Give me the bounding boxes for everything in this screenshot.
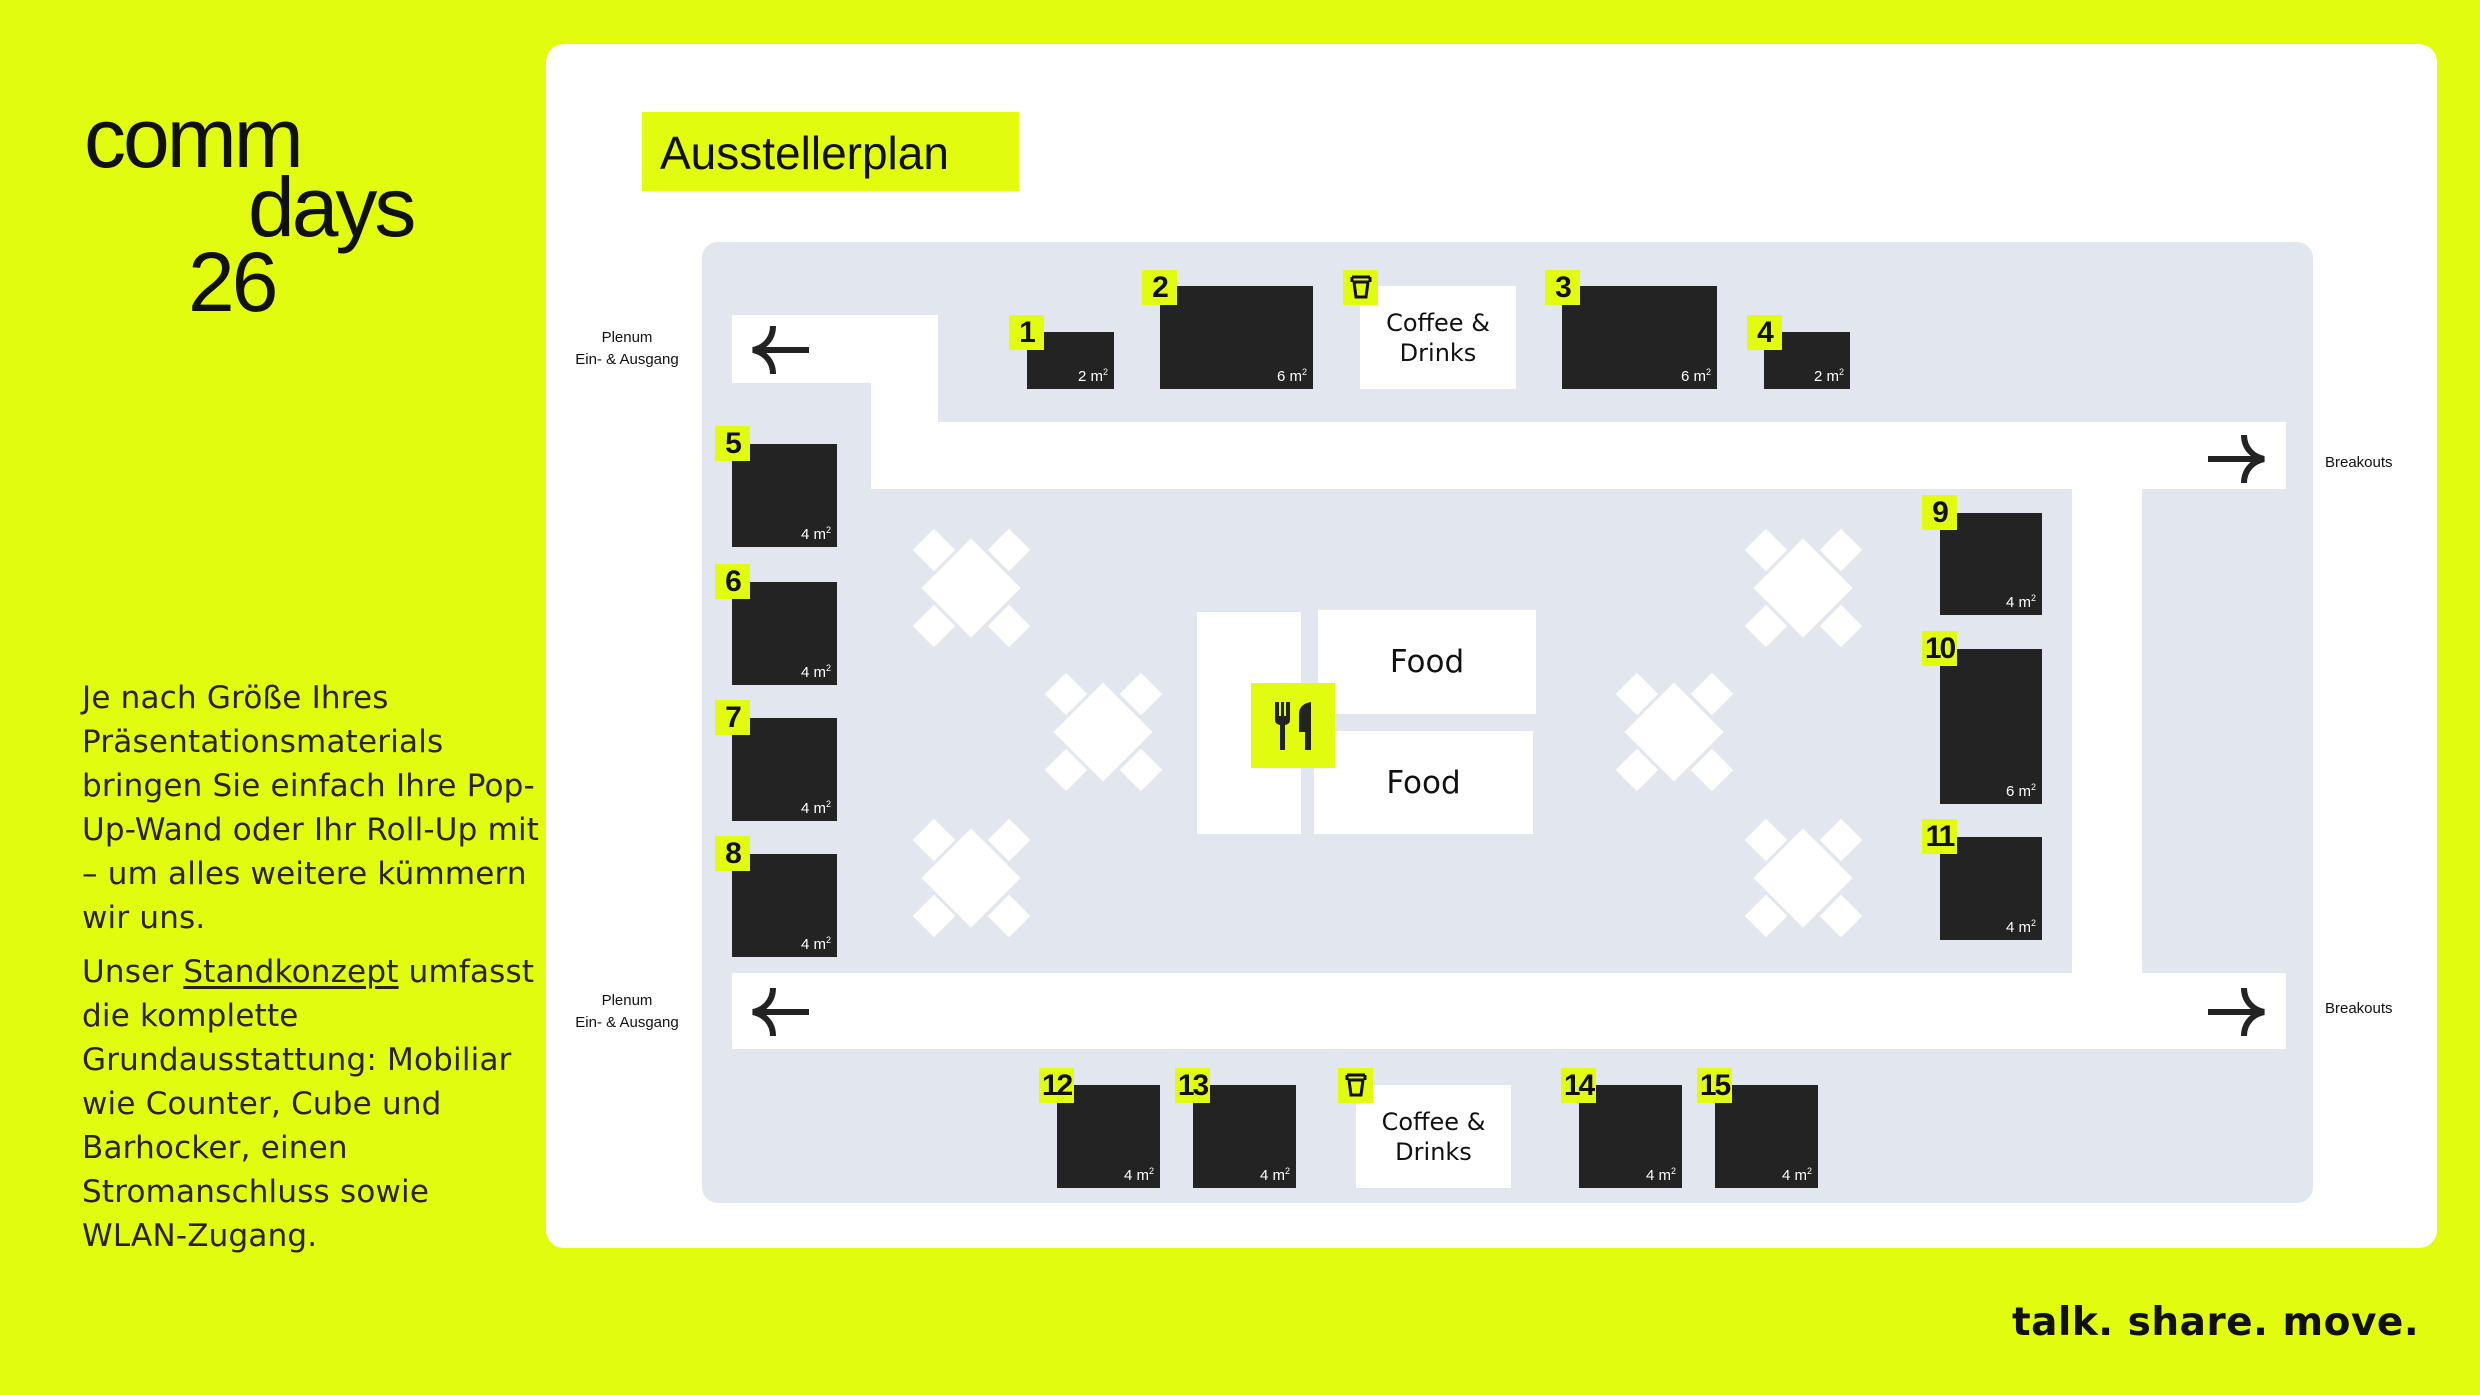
booth-13[interactable]: 4 m2 bbox=[1193, 1085, 1296, 1188]
booth-5[interactable]: 4 m2 bbox=[732, 444, 837, 547]
booth-number-11: 11 bbox=[1922, 819, 1957, 854]
corridor-right bbox=[2072, 489, 2142, 973]
coffee-station-bottom: Coffee &Drinks bbox=[1356, 1085, 1511, 1188]
booth-6[interactable]: 4 m2 bbox=[732, 582, 837, 685]
booth-size: 4 m2 bbox=[800, 935, 831, 953]
fork-knife-icon bbox=[1275, 701, 1311, 750]
booth-number-10: 10 bbox=[1922, 631, 1957, 666]
corridor-top bbox=[871, 422, 2286, 489]
booth-12[interactable]: 4 m2 bbox=[1057, 1085, 1160, 1188]
booth-size: 4 m2 bbox=[800, 799, 831, 817]
booth-number-1: 1 bbox=[1009, 315, 1044, 350]
breakouts-label-top: Breakouts bbox=[2325, 454, 2393, 471]
booth-9[interactable]: 4 m2 bbox=[1940, 513, 2042, 615]
booth-size: 4 m2 bbox=[1645, 1166, 1676, 1184]
coffee-station-top: Coffee &Drinks bbox=[1360, 286, 1516, 389]
booth-3[interactable]: 6 m2 bbox=[1562, 286, 1717, 389]
logo-comm: comm bbox=[84, 91, 304, 185]
booth-number-3: 3 bbox=[1545, 270, 1580, 305]
booth-number-14: 14 bbox=[1561, 1068, 1596, 1103]
booth-size: 4 m2 bbox=[2005, 918, 2036, 936]
booth-number-7: 7 bbox=[715, 700, 750, 735]
paragraph-suffix: umfasst die komplette Grundausstattung: … bbox=[82, 954, 535, 1254]
booth-number-13: 13 bbox=[1175, 1068, 1210, 1103]
plan-title-box: Ausstellerplan bbox=[642, 112, 1019, 191]
booth-size: 2 m2 bbox=[1813, 367, 1844, 385]
paragraph-prefix: Unser bbox=[82, 954, 184, 990]
booth-size: 4 m2 bbox=[1123, 1166, 1154, 1184]
logo-year: 26 bbox=[188, 235, 278, 329]
booth-size: 4 m2 bbox=[2005, 593, 2036, 611]
arrow-right-icon bbox=[2208, 434, 2265, 484]
booth-8[interactable]: 4 m2 bbox=[732, 854, 837, 957]
booth-size: 6 m2 bbox=[1276, 367, 1307, 385]
breakouts-label-bottom: Breakouts bbox=[2325, 1000, 2393, 1017]
cup-icon bbox=[1350, 275, 1371, 299]
booth-7[interactable]: 4 m2 bbox=[732, 718, 837, 821]
booth-14[interactable]: 4 m2 bbox=[1579, 1085, 1682, 1188]
booth-number-6: 6 bbox=[715, 564, 750, 599]
arrow-right-icon bbox=[2208, 987, 2265, 1037]
booth-15[interactable]: 4 m2 bbox=[1715, 1085, 1818, 1188]
booth-number-4: 4 bbox=[1747, 315, 1782, 350]
booth-2[interactable]: 6 m2 bbox=[1160, 286, 1313, 389]
booth-11[interactable]: 4 m2 bbox=[1940, 837, 2042, 940]
booth-number-2: 2 bbox=[1142, 270, 1177, 305]
standkonzept-link[interactable]: Standkonzept bbox=[183, 954, 399, 990]
intro-text: Je nach Größe Ihres Präsentationsmateria… bbox=[82, 676, 542, 1268]
booth-number-12: 12 bbox=[1039, 1068, 1074, 1103]
booth-size: 6 m2 bbox=[2005, 782, 2036, 800]
booth-size: 4 m2 bbox=[800, 525, 831, 543]
coffee-icon-box bbox=[1338, 1068, 1373, 1103]
booth-number-8: 8 bbox=[715, 836, 750, 871]
booth-10[interactable]: 6 m2 bbox=[1940, 649, 2042, 804]
booth-size: 2 m2 bbox=[1077, 367, 1108, 385]
food-station-bottom: Food bbox=[1314, 731, 1533, 834]
plan-title: Ausstellerplan bbox=[660, 127, 949, 179]
booth-number-15: 15 bbox=[1697, 1068, 1732, 1103]
corridor-bottom bbox=[732, 973, 2286, 1049]
corridor-connector bbox=[871, 383, 938, 423]
arrow-left-icon bbox=[752, 987, 809, 1037]
tagline: talk. share. move. bbox=[2012, 1300, 2420, 1345]
intro-paragraph-1: Je nach Größe Ihres Präsentationsmateria… bbox=[82, 680, 540, 936]
booth-size: 4 m2 bbox=[800, 663, 831, 681]
booth-size: 4 m2 bbox=[1259, 1166, 1290, 1184]
coffee-icon-box bbox=[1343, 270, 1378, 305]
cup-icon bbox=[1345, 1073, 1366, 1097]
food-icon-box bbox=[1251, 683, 1335, 768]
intro-paragraph-2: Unser Standkonzept umfasst die komplette… bbox=[82, 950, 542, 1258]
food-station-top: Food bbox=[1318, 610, 1536, 714]
arrow-left-icon bbox=[752, 325, 809, 375]
booth-size: 6 m2 bbox=[1680, 367, 1711, 385]
booth-number-9: 9 bbox=[1922, 495, 1957, 530]
booth-number-5: 5 bbox=[715, 426, 750, 461]
booth-size: 4 m2 bbox=[1781, 1166, 1812, 1184]
logo-days: days bbox=[248, 160, 416, 254]
